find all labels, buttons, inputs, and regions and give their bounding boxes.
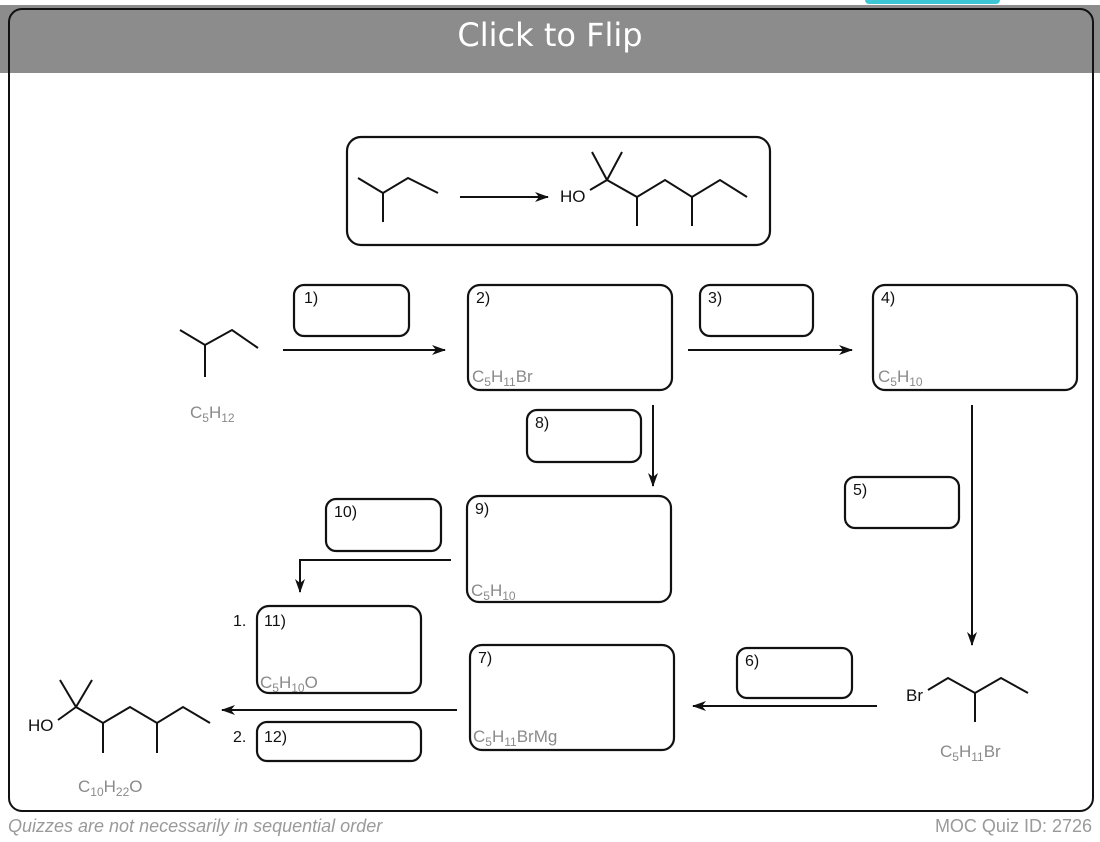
box-label: 4): [881, 290, 895, 307]
answer-box-8[interactable]: 8): [525, 408, 643, 464]
answer-box-3[interactable]: 3): [698, 283, 815, 338]
answer-box-10[interactable]: 10): [324, 497, 443, 553]
footer-note: Quizzes are not necessarily in sequentia…: [8, 816, 383, 836]
answer-box-5[interactable]: 5): [843, 475, 961, 530]
summary-start-molecule: [357, 176, 439, 195]
summary-reaction-box: HO: [345, 135, 772, 247]
box-label: 9): [475, 501, 489, 518]
top-tab-indicator: [865, 0, 1000, 4]
quiz-id: MOC Quiz ID: 2726: [934, 816, 1092, 836]
box-formula: C5H10: [471, 581, 516, 603]
box-label: 3): [708, 290, 722, 307]
bromide-formula: C5H11Br: [940, 742, 1001, 764]
summary-hydroxyl-label: HO: [560, 187, 586, 206]
answer-box-6[interactable]: 6): [735, 646, 854, 700]
answer-box-1[interactable]: 1): [292, 283, 411, 338]
hydroxyl-label: HO: [28, 716, 54, 735]
box-label: 11): [264, 613, 286, 630]
target-product-molecule: HO C10H22O: [28, 679, 211, 799]
box-label: 5): [853, 482, 867, 499]
start-material: C5H12: [179, 328, 259, 425]
answer-box-11[interactable]: 11) C5H10O: [255, 604, 423, 695]
box-formula: C5H11BrMg: [473, 727, 557, 749]
flip-header[interactable]: [0, 5, 1100, 73]
arrow-step-10: [295, 559, 451, 593]
box-label: 2): [476, 290, 490, 307]
box-label: 10): [334, 504, 357, 521]
box-formula: C5H10O: [260, 673, 318, 695]
answer-box-4[interactable]: 4) C5H10: [871, 283, 1079, 392]
box-formula: C5H10: [878, 367, 923, 389]
product-formula: C10H22O: [78, 777, 143, 799]
box-label: 12): [264, 729, 287, 746]
summary-product-molecule: [589, 151, 748, 226]
box-label: 7): [478, 650, 492, 667]
answer-box-2[interactable]: 2) C5H11Br: [466, 283, 674, 392]
box-label: 8): [535, 415, 549, 432]
box-label: 6): [745, 653, 759, 670]
answer-box-9[interactable]: 9) C5H10: [465, 494, 673, 604]
answer-box-12[interactable]: 12): [255, 720, 423, 763]
bromide-molecule: Br C5H11Br: [906, 676, 1029, 764]
flashcard[interactable]: [8, 8, 1094, 812]
answer-box-7[interactable]: 7) C5H11BrMg: [468, 643, 676, 752]
start-formula: C5H12: [190, 403, 235, 425]
box-formula: C5H11Br: [472, 367, 533, 389]
click-to-flip-title[interactable]: Click to Flip: [457, 16, 643, 54]
step-number-1: 1.: [233, 613, 246, 630]
box-label: 1): [304, 290, 318, 307]
bromine-label: Br: [906, 686, 923, 705]
step-number-2: 2.: [233, 729, 246, 746]
